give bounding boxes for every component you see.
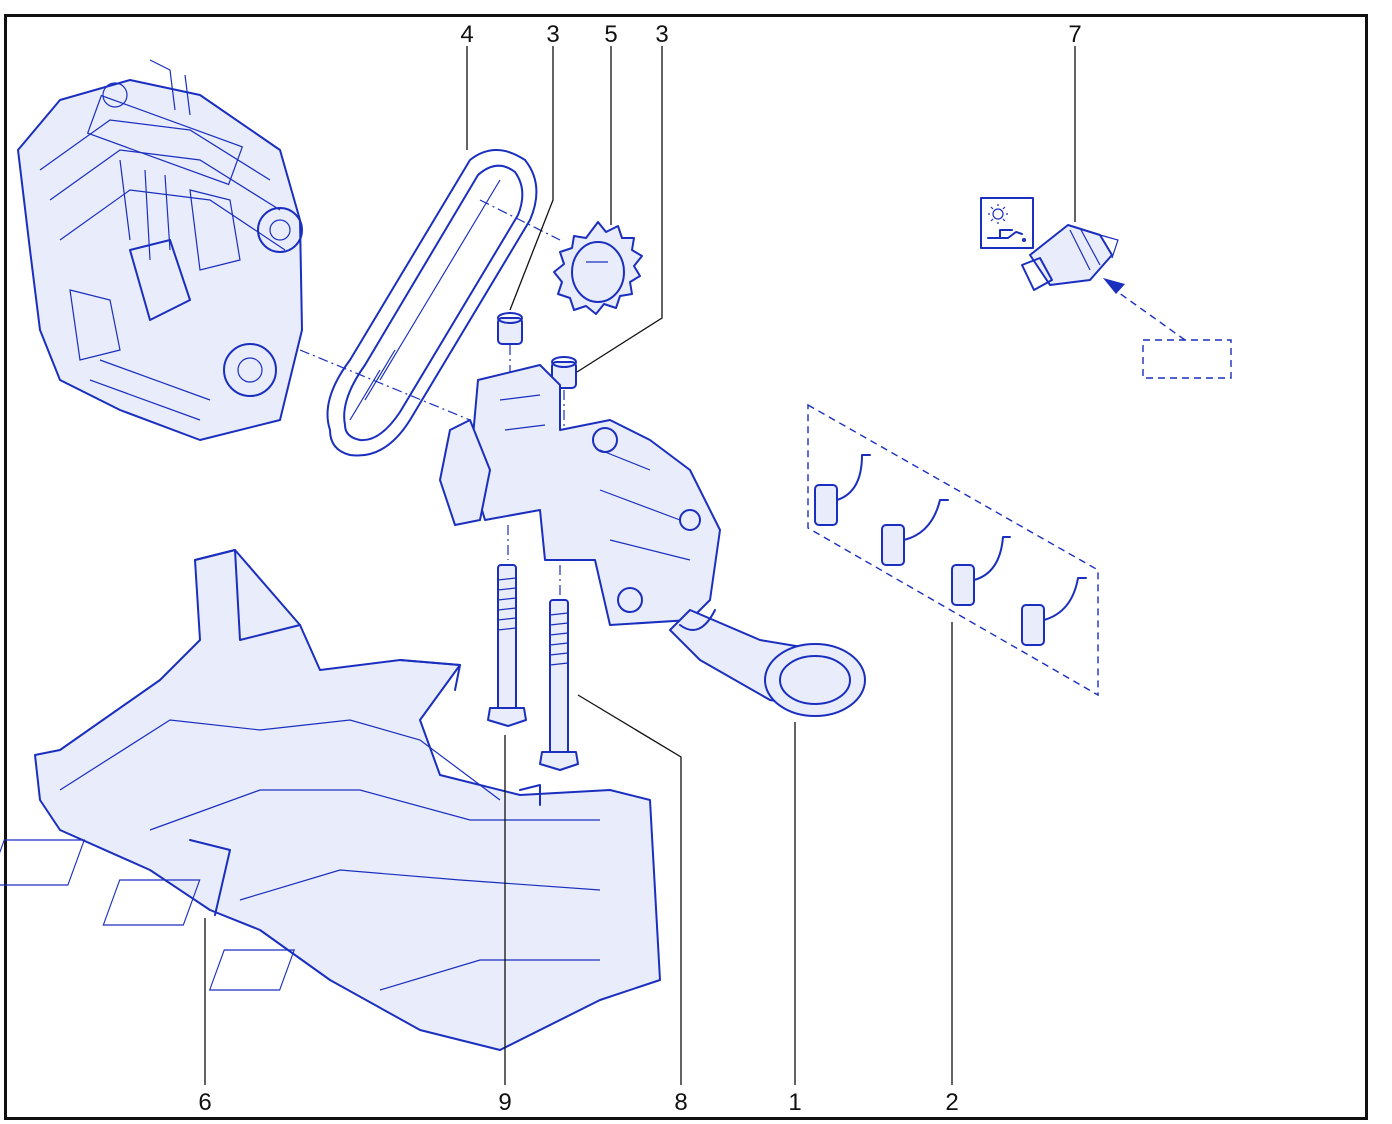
callouts-bottom: 6 9 8 1 2 xyxy=(198,1089,958,1116)
callout-8: 8 xyxy=(674,1089,687,1116)
callout-4: 4 xyxy=(460,21,473,48)
callout-3-right: 3 xyxy=(655,21,668,48)
callout-6: 6 xyxy=(198,1089,211,1116)
leader-lines xyxy=(204,46,1076,1085)
oil-pressure-switch xyxy=(1021,224,1119,291)
callout-7: 7 xyxy=(1068,21,1081,48)
bolt-long xyxy=(487,564,527,727)
callout-5: 5 xyxy=(604,21,617,48)
bolt-short xyxy=(539,599,579,771)
callout-3-left: 3 xyxy=(546,21,559,48)
sprocket-axis-line xyxy=(479,199,561,241)
callout-9: 9 xyxy=(498,1089,511,1116)
oil-pump-assembly xyxy=(439,364,866,717)
cooling-jet-4 xyxy=(1021,577,1087,646)
oil-baffle-plate xyxy=(0,549,661,1051)
chain-axis-line xyxy=(299,349,471,421)
cooling-jet-1 xyxy=(814,454,871,526)
dowel-pin-right xyxy=(551,356,577,389)
timing-chain xyxy=(326,149,538,457)
callout-1: 1 xyxy=(788,1089,801,1116)
dowel-pin-left xyxy=(497,312,523,345)
piston-cooling-jets xyxy=(807,403,1099,697)
cooling-jet-3 xyxy=(951,536,1011,606)
switch-arrow-head xyxy=(1103,278,1125,294)
oil-pressure-warning-icon xyxy=(980,197,1034,249)
cooling-jet-2 xyxy=(881,499,949,566)
callouts-top: 4 3 5 3 7 xyxy=(460,21,1081,48)
drive-sprocket xyxy=(553,221,643,315)
reference-box xyxy=(1142,339,1232,379)
switch-arrow-line xyxy=(1114,289,1186,341)
engine-block xyxy=(17,59,303,441)
callout-2: 2 xyxy=(945,1089,958,1116)
